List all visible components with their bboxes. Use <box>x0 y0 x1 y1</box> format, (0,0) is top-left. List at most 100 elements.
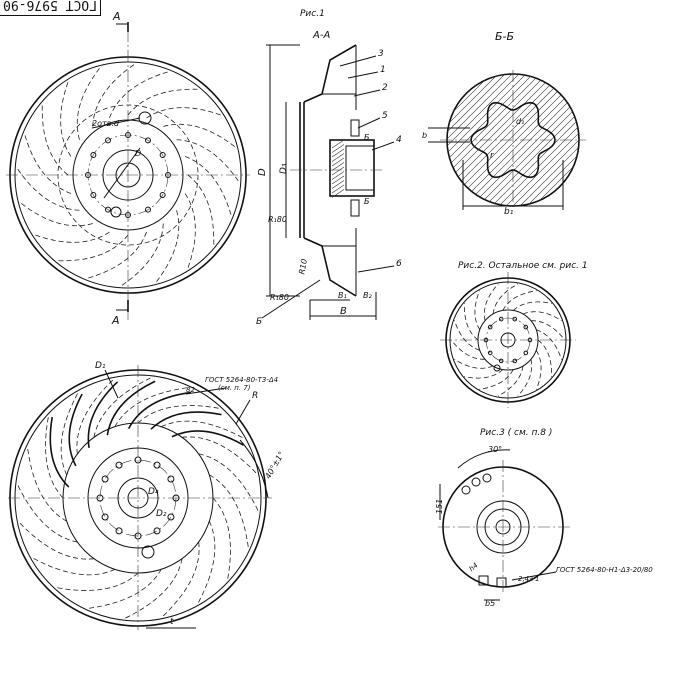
blade-curve <box>530 320 566 341</box>
blade-curve <box>92 62 137 127</box>
blade-solid <box>127 391 192 429</box>
blade-solid <box>150 411 222 430</box>
dim-2holes: 2отв.d <box>92 119 120 128</box>
dim-D3: D₃ <box>279 163 289 174</box>
dim-t: t <box>170 617 174 627</box>
large-wheel-view: D₁ D₄ D₂ 82 ГОСТ 5264-80-Т3-Δ4 (см. п. 7… <box>8 361 286 630</box>
section-bb-view: Б-Б b₁ b d₁ r <box>422 30 586 217</box>
hatch-line <box>331 148 345 158</box>
bolt-hole <box>487 350 493 356</box>
bolt-hole <box>523 324 529 330</box>
blade-solid <box>49 416 70 488</box>
hatch-line <box>331 166 345 176</box>
dim-40: 40°±1° <box>263 450 286 480</box>
gost-2-label: ГОСТ 5264-80-Н1-Δ3-20/80 <box>556 566 653 574</box>
blade-curve <box>464 369 504 379</box>
blade-solid <box>171 430 244 446</box>
blade-curve <box>146 107 224 119</box>
blade-curve <box>55 234 129 262</box>
blade-curve <box>535 350 542 390</box>
hub-bore <box>345 145 375 191</box>
dim-R-leader <box>235 399 251 425</box>
bolt-hole <box>512 316 518 322</box>
bolt-hole <box>90 152 97 158</box>
leader-2: 2 <box>382 83 388 93</box>
blade-curve <box>54 572 139 591</box>
leader-3-line <box>339 55 377 67</box>
blade-curve <box>176 139 241 184</box>
dim-D2: D₂ <box>156 509 167 519</box>
bolt-hole <box>145 137 151 144</box>
section-bb-title: Б-Б <box>495 30 514 43</box>
blade-curve <box>15 166 80 211</box>
blade-solid <box>68 393 83 467</box>
hatch-line <box>508 74 579 206</box>
blade-curve <box>198 453 260 513</box>
blade-curve <box>450 339 486 360</box>
hatch-line <box>571 74 579 206</box>
dim-30: 30° <box>488 445 502 454</box>
bolt-bottom <box>350 199 360 217</box>
dim-B: B <box>340 306 347 317</box>
dim-82: 82 <box>186 386 195 394</box>
fig2-title: Рис.2. Остальное см. рис. 1 <box>458 261 588 271</box>
blade-curve <box>85 231 147 280</box>
fig3-weight-1 <box>478 575 489 586</box>
leader-b1: Б <box>364 133 370 142</box>
angle-arc-40 <box>239 439 269 499</box>
fig3-view: Рис.3 ( см. п.8 ) 30° 151 h4 b5 2,4+1 ГО… <box>435 428 653 608</box>
hatch-line <box>447 74 503 206</box>
dim-Rn80-a: R₁80 <box>268 215 287 224</box>
blade-curve <box>16 483 78 543</box>
leader-1-line <box>347 71 379 79</box>
blade-curve <box>537 339 552 377</box>
blade-curve <box>32 231 110 243</box>
fig3-weld-1 <box>461 485 471 495</box>
leader-2-line <box>353 89 381 97</box>
gost-1-leader <box>185 387 227 395</box>
fig3-title: Рис.3 ( см. п.8 ) <box>480 428 552 438</box>
hatch-line <box>522 74 579 206</box>
bolt-hole <box>101 513 109 521</box>
blade-curve <box>93 376 153 438</box>
leader-b3-line <box>261 279 321 319</box>
dim-151: 151 <box>435 499 444 514</box>
dim-B1: B₁ <box>338 291 347 300</box>
blade-curve <box>184 156 233 218</box>
dim-h4: h4 <box>468 561 480 573</box>
blade-curve <box>119 223 164 288</box>
fig1-front-view: А А 2отв.d D <box>6 10 250 327</box>
dim-b5: b5 <box>485 599 495 608</box>
blade-curve <box>163 123 237 149</box>
gost-2-leader <box>511 571 557 581</box>
balance-hole-bottom <box>110 206 122 218</box>
fig3-weld-2 <box>471 477 481 487</box>
blade-curve <box>454 359 494 369</box>
gost-1-note: (см. п. 7) <box>218 384 251 392</box>
blade-curve <box>212 497 231 582</box>
blade-curve <box>41 102 69 176</box>
dim-d1: d₁ <box>516 117 524 126</box>
leader-3: 3 <box>378 49 384 59</box>
cut-label-a-top: А <box>112 10 121 23</box>
bolt-hole <box>159 192 166 198</box>
blade-curve <box>31 556 115 576</box>
leader-b2: Б <box>364 197 370 206</box>
blade-curve <box>114 387 190 427</box>
dim-b1: b₁ <box>504 207 514 217</box>
bolt-hole <box>153 461 161 469</box>
blade-curve <box>154 210 180 284</box>
hatch-line <box>331 175 345 185</box>
hatch-line <box>331 157 345 167</box>
dim-r: r <box>490 151 495 161</box>
blade-curve <box>45 414 64 499</box>
dim-Rn80-b: R₁80 <box>270 293 289 302</box>
bolt-hole <box>498 358 504 364</box>
blade-curve <box>502 290 537 311</box>
hatch-line <box>529 74 579 206</box>
blade-curve <box>17 521 94 560</box>
hatch-line <box>447 74 496 206</box>
dim-R10: R10 <box>297 258 309 275</box>
blade-curve <box>196 521 216 605</box>
blade-curve <box>522 311 562 321</box>
